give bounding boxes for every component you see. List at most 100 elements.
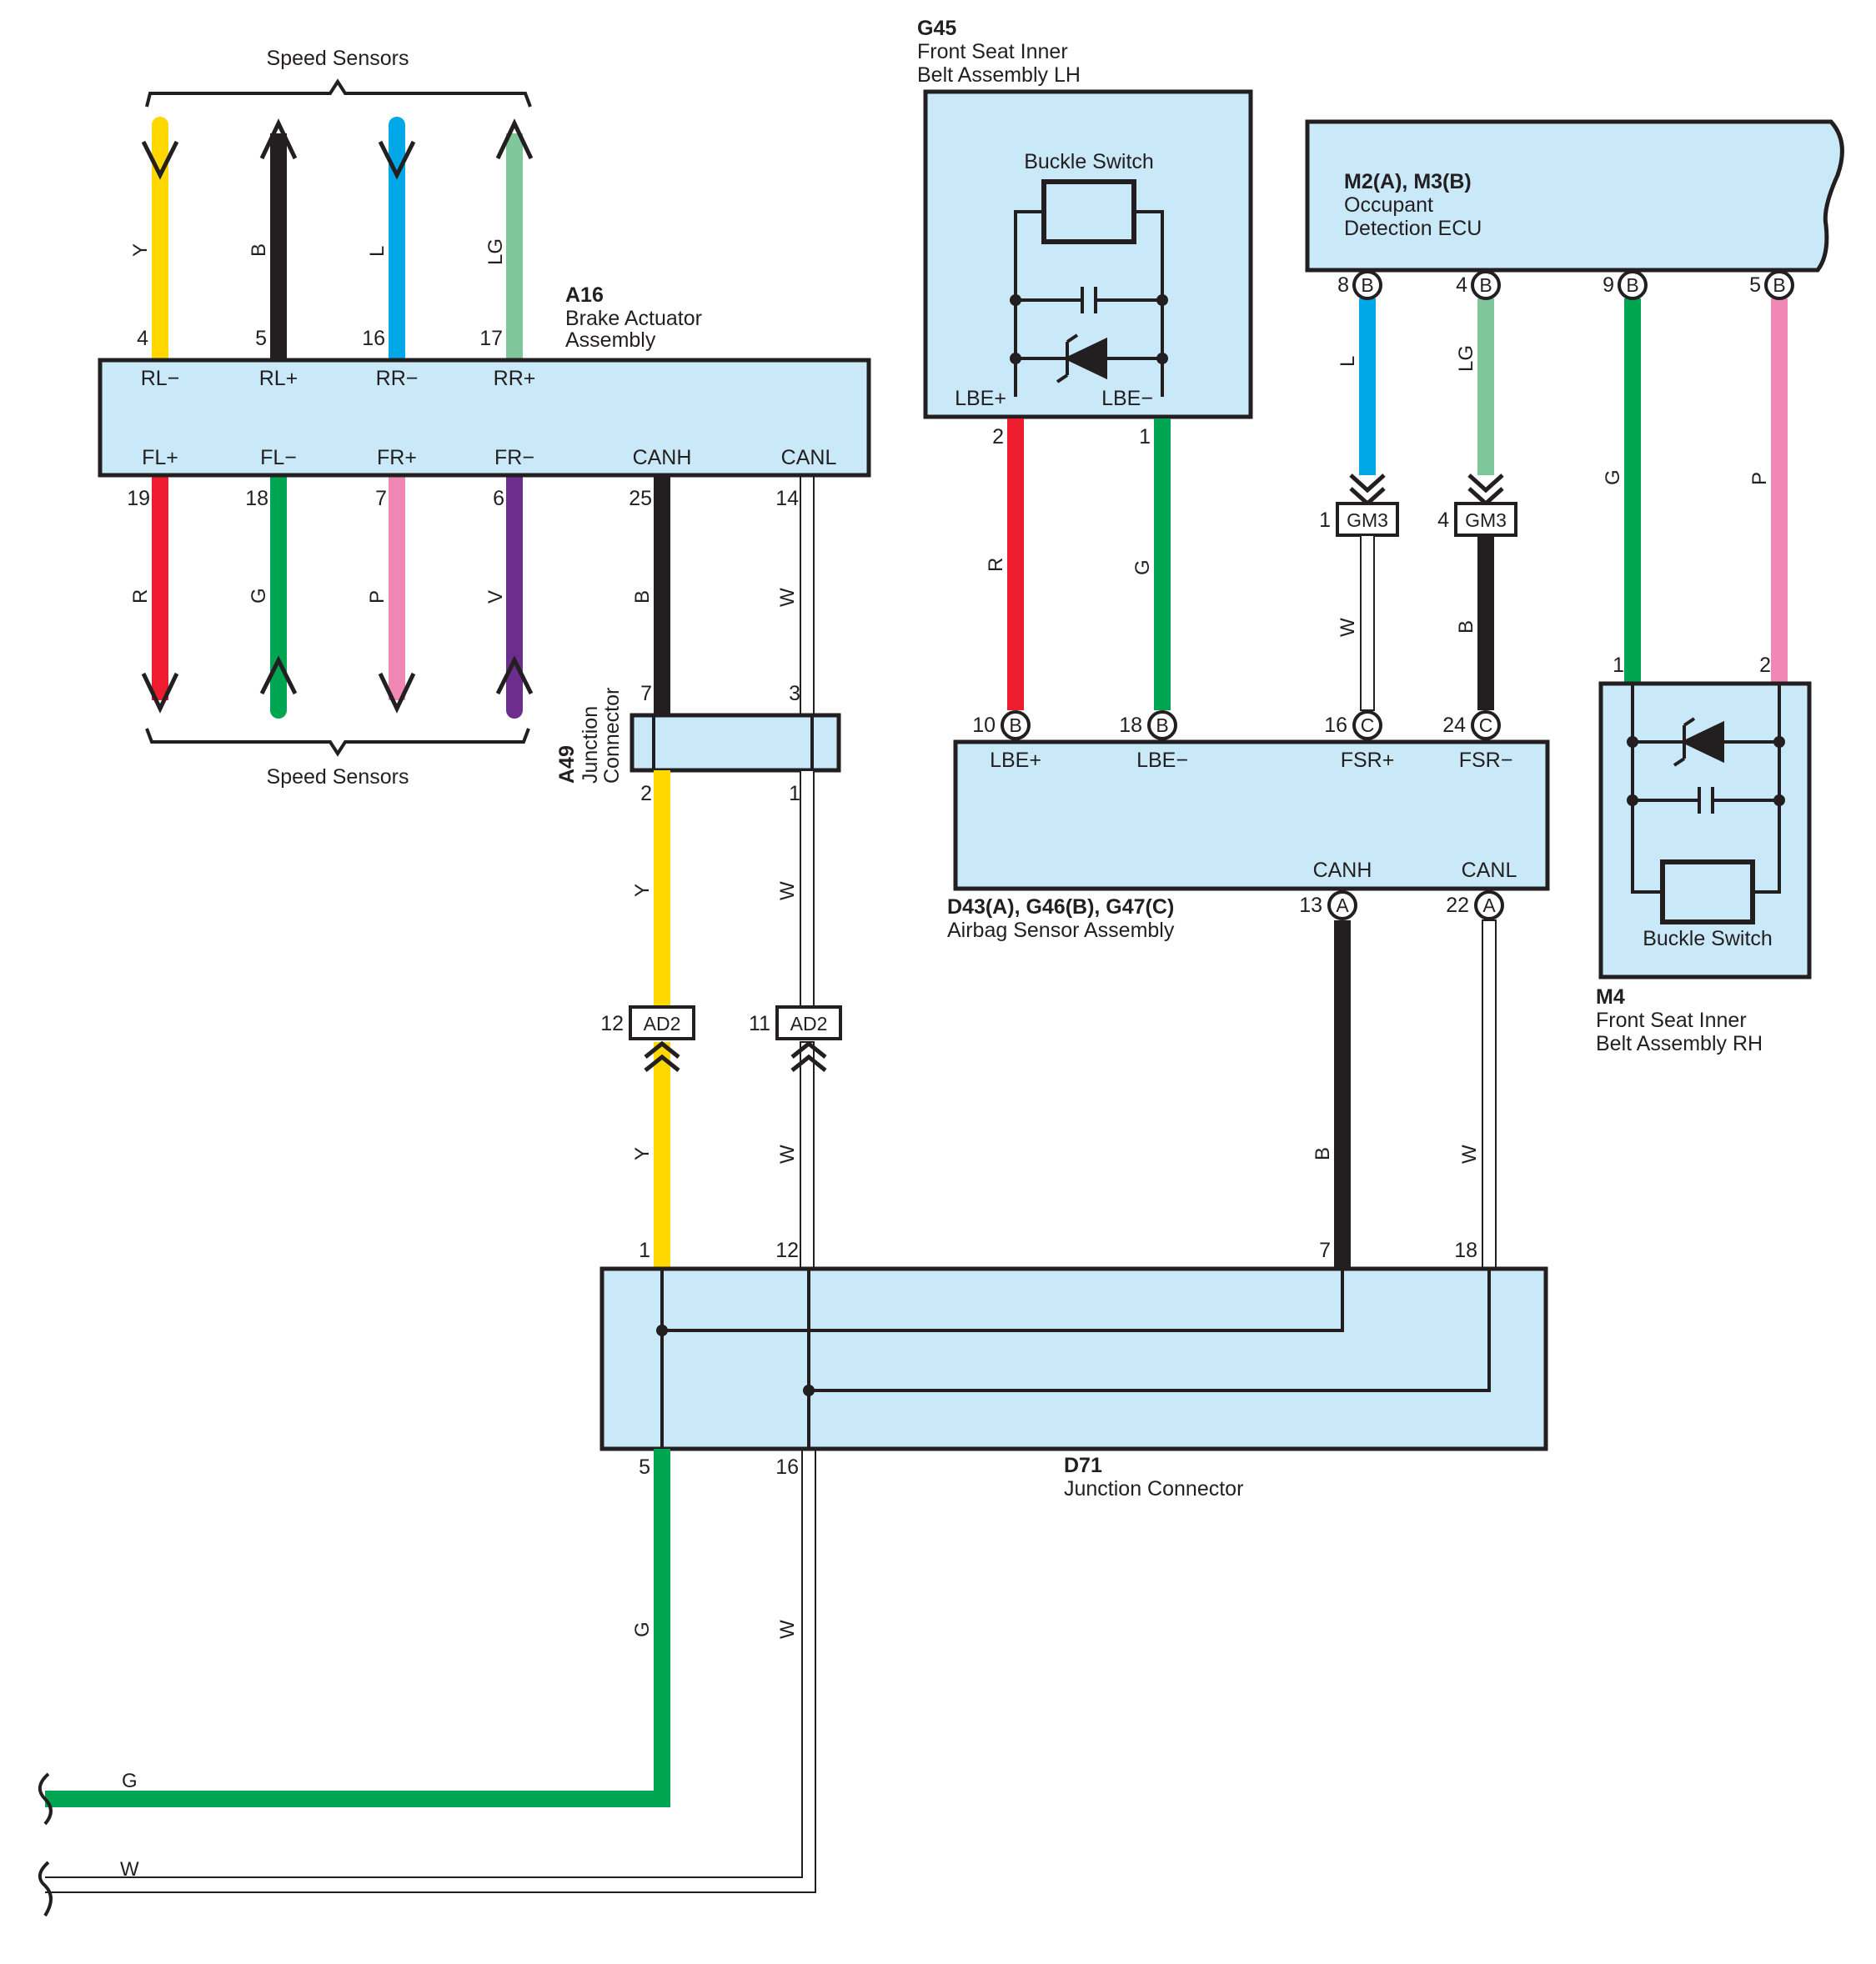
pin-5: 5 [255,327,267,350]
pin-7: 7 [375,487,387,510]
m4-node [1627,794,1638,806]
a16-top-wires [141,117,534,368]
pin-6: 6 [493,487,504,510]
a16-code: A16 [565,283,604,307]
g45-term-lbe-minus: LBE− [1101,387,1153,410]
speed-sensors-top-label: Speed Sensors [267,47,409,70]
term-rr-plus: RR+ [494,367,536,390]
d71-internal [660,1269,1491,1449]
pin-25: 25 [629,487,652,510]
ecu-pin-5: 5 [1749,273,1761,297]
ecu-conn-2: B [1479,274,1492,296]
g45-name-2: Belt Assembly LH [917,63,1081,87]
d71-code: D71 [1064,1454,1102,1477]
m4-node [1773,794,1785,806]
airbag-pin-10: 10 [972,714,996,737]
top-brace [145,78,532,108]
a49-code: A49 [555,745,579,784]
g45-pin-1: 1 [1139,425,1151,448]
m4-name-1: Front Seat Inner [1596,1009,1747,1032]
wire-code-lg: LG [484,238,507,265]
airbag-wire-b: B [1312,1147,1334,1160]
g45-node [1010,294,1021,306]
m4-code: M4 [1596,985,1625,1009]
a16-name-2: Assembly [565,328,656,352]
d71-node [803,1385,815,1396]
exit-label-w: W [120,1858,139,1881]
wire-code-y: Y [129,243,152,257]
m4-name-2: Belt Assembly RH [1596,1032,1763,1055]
pin-19: 19 [127,487,150,510]
a16-box [98,358,871,478]
airbag-wire-w: W [1458,1145,1481,1164]
gm3-right-code: GM3 [1465,509,1507,531]
g45-term-lbe-plus: LBE+ [955,387,1006,410]
g45-node [1156,353,1168,364]
d71-pin-16: 16 [775,1455,799,1479]
speed-sensors-bottom-label: Speed Sensors [267,765,409,789]
break-mark-w [38,1861,53,1917]
ecu-conn-3: B [1626,274,1638,296]
airbag-bottom-circles [1327,890,1504,920]
m4-circuit [1631,684,1781,924]
ecu-pin-4: 4 [1456,273,1467,297]
d71-node [656,1325,668,1336]
a49-name-2: Connector [600,688,624,784]
ecu-box [1305,119,1844,273]
g45-wire-r: R [985,558,1007,572]
ad2-pin-12: 12 [600,1012,624,1035]
ecu-conn-4: B [1773,274,1785,296]
d71-box [599,1266,1548,1451]
airbag-pin-22: 22 [1446,894,1469,917]
term-rl-minus: RL− [141,367,180,390]
g45-switch-label: Buckle Switch [1024,150,1154,173]
ecu-code: M2(A), M3(B) [1344,170,1472,193]
term-canh: CANH [633,446,692,469]
d71-pin-12: 12 [775,1239,799,1262]
ad2-left-box [629,1005,695,1040]
ecu-name-2: Detection ECU [1344,217,1482,240]
g45-code: G45 [917,17,956,40]
term-fl-plus: FL+ [142,446,178,469]
airbag-conn-2: B [1156,714,1168,736]
airbag-term-canl: CANL [1462,859,1517,882]
gm3-pin-4: 4 [1437,509,1449,532]
pin-16: 16 [362,327,385,350]
a49-pin-7: 7 [640,682,652,705]
ad2-pin-11: 11 [749,1012,770,1035]
gm3-pin-1: 1 [1319,509,1331,532]
m4-switch-label: Buckle Switch [1643,927,1773,950]
break-mark-g [38,1772,53,1826]
a49-name-1: Junction [579,706,602,784]
airbag-conn-4: C [1479,714,1493,736]
airbag-pin-16: 16 [1324,714,1347,737]
d71-pin-7: 7 [1319,1239,1331,1262]
g45-node [1156,294,1168,306]
bottom-brace [145,728,530,757]
ecu-wire-lg: LG [1455,345,1477,372]
d71-pin-1: 1 [639,1239,650,1262]
wire-code-b: B [248,243,270,257]
term-fr-plus: FR+ [377,446,417,469]
exit-wire-g [45,1449,670,1807]
a49-box [630,713,841,773]
airbag-term-canh: CANH [1313,859,1372,882]
airbag-conn-a1: A [1336,894,1349,916]
exit-wire-w [45,1449,816,1893]
airbag-name: Airbag Sensor Assembly [947,919,1175,942]
airbag-box [953,739,1550,891]
a49-pin-1: 1 [789,782,800,805]
a49-wire-w: W [776,881,799,900]
gm3-left-code: GM3 [1347,509,1388,531]
pin-18: 18 [245,487,268,510]
airbag-pin-18: 18 [1119,714,1142,737]
ad2-wire-y: Y [631,1147,654,1160]
g45-pin-2: 2 [992,425,1004,448]
wire-code-v: V [484,590,507,604]
m4-pin-1: 1 [1613,654,1624,677]
airbag-term-lbe-minus: LBE− [1136,749,1188,772]
d71-name: Junction Connector [1064,1477,1243,1501]
term-fr-minus: FR− [494,446,534,469]
m4-node [1627,736,1638,748]
